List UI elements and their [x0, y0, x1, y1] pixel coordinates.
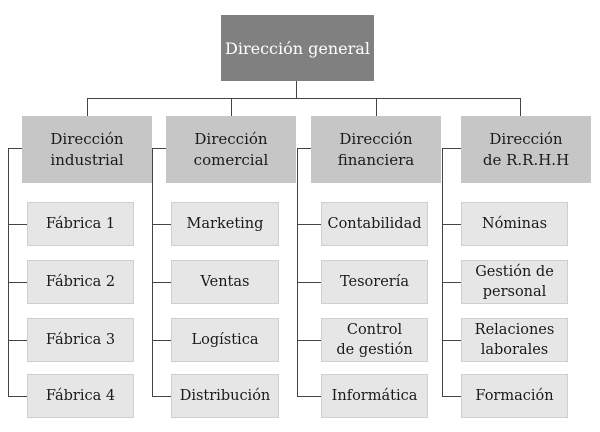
unit-comercial-3: Logística — [171, 318, 279, 362]
unit-comercial-1: Marketing — [171, 202, 279, 246]
spine-financiera — [297, 148, 311, 149]
unit-connector — [297, 224, 321, 225]
spine-industrial — [8, 148, 22, 149]
root-connector — [296, 81, 297, 98]
unit-financiera-2: Tesorería — [321, 260, 428, 304]
unit-connector — [8, 340, 27, 341]
unit-connector — [442, 340, 461, 341]
unit-industrial-2: Fábrica 2 — [27, 260, 134, 304]
spine-rrhh — [442, 148, 461, 149]
dept-rrhh: Dirección de R.R.H.H — [461, 116, 591, 183]
unit-connector — [152, 282, 171, 283]
unit-comercial-2: Ventas — [171, 260, 279, 304]
unit-connector — [152, 224, 171, 225]
spine-comercial — [152, 148, 153, 396]
dept-drop-rrhh — [520, 98, 521, 116]
unit-financiera-3: Control de gestión — [321, 318, 428, 362]
unit-rrhh-1: Nóminas — [461, 202, 568, 246]
unit-rrhh-2: Gestión de personal — [461, 260, 568, 304]
spine-industrial — [8, 148, 9, 396]
unit-industrial-4: Fábrica 4 — [27, 374, 134, 418]
dept-financiera: Dirección financiera — [311, 116, 441, 183]
department-bar — [87, 98, 520, 99]
unit-connector — [442, 396, 461, 397]
unit-industrial-3: Fábrica 3 — [27, 318, 134, 362]
unit-rrhh-3: Relaciones laborales — [461, 318, 568, 362]
unit-industrial-1: Fábrica 1 — [27, 202, 134, 246]
unit-financiera-4: Informática — [321, 374, 428, 418]
unit-connector — [297, 282, 321, 283]
spine-financiera — [297, 148, 298, 396]
dept-drop-financiera — [376, 98, 377, 116]
unit-connector — [8, 224, 27, 225]
dept-industrial: Dirección industrial — [22, 116, 152, 183]
spine-rrhh — [442, 148, 443, 396]
unit-financiera-1: Contabilidad — [321, 202, 428, 246]
unit-connector — [152, 396, 171, 397]
unit-connector — [442, 224, 461, 225]
unit-connector — [8, 282, 27, 283]
unit-comercial-4: Distribución — [171, 374, 279, 418]
unit-connector — [152, 340, 171, 341]
spine-comercial — [152, 148, 166, 149]
dept-comercial: Dirección comercial — [166, 116, 296, 183]
dept-drop-comercial — [231, 98, 232, 116]
unit-connector — [297, 340, 321, 341]
unit-connector — [8, 396, 27, 397]
unit-connector — [442, 282, 461, 283]
dept-drop-industrial — [87, 98, 88, 116]
unit-connector — [297, 396, 321, 397]
unit-rrhh-4: Formación — [461, 374, 568, 418]
root-node: Dirección general — [221, 15, 374, 81]
